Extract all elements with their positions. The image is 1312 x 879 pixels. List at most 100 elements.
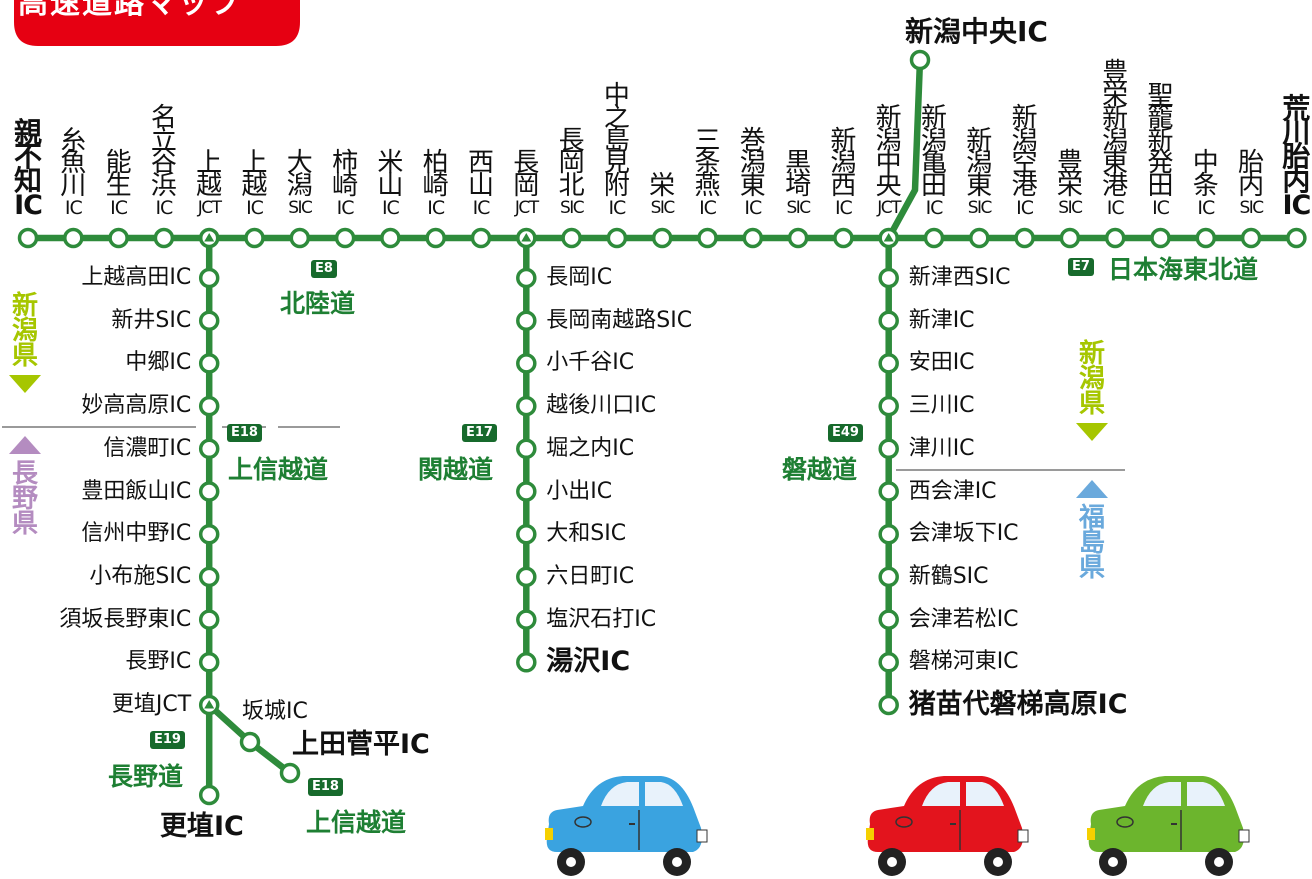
kanetsu-station-label: 小出IC bbox=[546, 478, 613, 504]
station-marker bbox=[606, 227, 628, 249]
car-light bbox=[1116, 816, 1134, 828]
car bbox=[866, 776, 1029, 876]
station-marker bbox=[279, 762, 301, 784]
niigata-pref-label-east-arrow bbox=[1076, 423, 1108, 441]
station-marker bbox=[878, 310, 899, 331]
station-marker bbox=[878, 267, 899, 289]
station-marker bbox=[969, 227, 990, 249]
car-window-rear bbox=[966, 782, 1004, 806]
kanetsu-station-label: 大和SIC bbox=[546, 521, 627, 547]
station-marker bbox=[878, 353, 899, 374]
station-marker bbox=[878, 694, 899, 716]
niigata-pref-label-west: 新潟県 bbox=[11, 291, 38, 371]
niigata-pref-label-east: 新潟県 bbox=[1078, 339, 1105, 419]
page-title: 高速道路マップ bbox=[18, 0, 242, 21]
niigata-chuo-ic-label: 新潟中央IC bbox=[905, 15, 1048, 48]
banetsu-road-name: 磐越道 bbox=[782, 455, 858, 484]
station-marker bbox=[697, 227, 718, 249]
kanetsu-road-name: 関越道 bbox=[418, 455, 494, 484]
station-marker bbox=[923, 227, 945, 249]
station-marker bbox=[198, 310, 220, 331]
banetsu-station-label: 猪苗代磐梯高原IC bbox=[908, 689, 1128, 720]
station-marker bbox=[516, 438, 537, 460]
banetsu-station-label: 会津坂下IC bbox=[908, 521, 1019, 547]
banetsu-station-label: 新津西SIC bbox=[908, 265, 1011, 290]
banetsu-badge: E49 bbox=[828, 424, 863, 442]
joshinetsu-badge: E18 bbox=[227, 424, 262, 442]
kanetsu-station-label: 堀之内IC bbox=[546, 435, 635, 461]
junction-marker bbox=[204, 700, 215, 709]
station-marker bbox=[198, 566, 220, 588]
station-marker bbox=[334, 227, 356, 249]
nihonkai-badge: E7 bbox=[1068, 258, 1094, 276]
car-light bbox=[895, 816, 913, 828]
nagano-badge: E19 bbox=[150, 731, 185, 749]
joshinetsu-station-label: 中郷IC bbox=[125, 350, 192, 376]
car-window-rear bbox=[645, 782, 683, 806]
kanetsu-station-label: 長岡IC bbox=[546, 265, 613, 290]
station-marker bbox=[878, 523, 899, 545]
station-marker bbox=[516, 652, 537, 673]
station-marker bbox=[239, 731, 261, 753]
junction-marker bbox=[204, 233, 215, 242]
joshinetsu-station-label: 新井SIC bbox=[111, 307, 192, 333]
station-marker bbox=[878, 652, 899, 673]
car-light bbox=[574, 816, 592, 828]
station-marker bbox=[516, 267, 537, 289]
station-marker bbox=[289, 227, 311, 249]
car-tail bbox=[1017, 829, 1029, 843]
station-marker bbox=[516, 609, 537, 630]
banetsu-station-label: 新鶴SIC bbox=[908, 563, 989, 589]
car-headlight bbox=[866, 828, 874, 840]
station-marker bbox=[878, 609, 899, 630]
joshinetsu-station-label: 妙高高原IC bbox=[81, 393, 192, 419]
banetsu-station-label: 津川IC bbox=[908, 435, 975, 461]
kanetsu-station-label: 湯沢IC bbox=[546, 646, 631, 678]
car-headlight bbox=[1087, 828, 1095, 840]
joshinetsu-station-label: 豊田飯山IC bbox=[81, 478, 192, 504]
station-marker bbox=[1240, 227, 1262, 249]
joshinetsu-station-label: 須坂長野東IC bbox=[59, 606, 192, 632]
station-marker bbox=[516, 353, 537, 374]
cars bbox=[545, 776, 1250, 876]
station-marker bbox=[380, 227, 401, 249]
car-tail bbox=[696, 829, 708, 843]
station-marker bbox=[198, 523, 220, 545]
station-marker bbox=[1195, 227, 1217, 249]
station-marker bbox=[198, 353, 220, 374]
station-marker bbox=[516, 310, 537, 331]
station-marker bbox=[198, 784, 220, 806]
banetsu-station-label: 三川IC bbox=[908, 393, 975, 419]
sakaki-ic-label: 坂城IC bbox=[242, 699, 308, 724]
joshinetsu-station-label: 信州中野IC bbox=[81, 521, 192, 547]
station-marker bbox=[153, 227, 175, 249]
station-marker bbox=[878, 566, 899, 588]
station-marker bbox=[198, 481, 220, 502]
car bbox=[545, 776, 708, 876]
pref-boundaries bbox=[2, 375, 1125, 498]
station-markers bbox=[17, 49, 1307, 806]
car-hub-front bbox=[566, 857, 576, 867]
